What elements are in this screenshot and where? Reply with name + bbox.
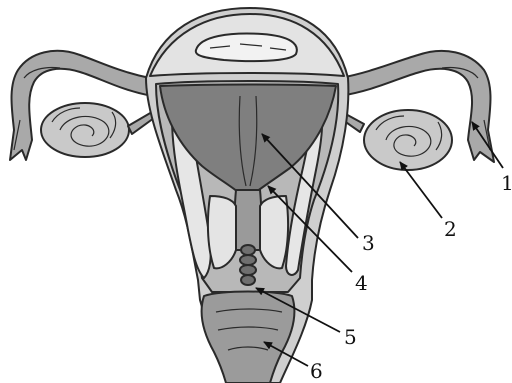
right-ovary: [340, 110, 452, 170]
callout-label-6: 6: [310, 359, 323, 383]
leader-2: [400, 162, 442, 218]
callout-label-1: 1: [501, 171, 512, 195]
callout-label-3: 3: [362, 231, 375, 255]
callout-label-5: 5: [344, 325, 357, 349]
callout-labels: 1 2 3 4 5 6: [310, 171, 512, 383]
left-ovary: [41, 103, 154, 157]
callout-label-4: 4: [355, 271, 368, 295]
callout-label-2: 2: [444, 217, 457, 241]
